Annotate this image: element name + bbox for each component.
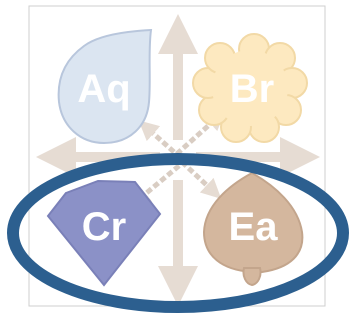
- highlight-ellipse: [7, 153, 349, 313]
- diagonal-arrow-to-br: [168, 110, 226, 162]
- cr-gem-shape: Cr: [46, 179, 162, 287]
- scalloped-circle-icon: [192, 33, 308, 143]
- diagonal-arrow-to-ea: [180, 160, 222, 199]
- diagonal-arrow-to-aq: [138, 120, 176, 154]
- leaf-stem-icon: [242, 267, 262, 287]
- gem-icon: [46, 179, 162, 287]
- aq-drop-shape: Aq: [57, 28, 153, 145]
- diagonal-arrow-to-cr: [130, 158, 188, 207]
- ea-leaf-shape: Ea: [202, 171, 304, 287]
- br-scalloped-shape: Br: [192, 33, 308, 143]
- cr-label: Cr: [82, 205, 126, 249]
- aq-label: Aq: [77, 67, 130, 111]
- drop-icon: [57, 28, 153, 145]
- br-label: Br: [230, 67, 274, 111]
- ea-label: Ea: [229, 205, 279, 249]
